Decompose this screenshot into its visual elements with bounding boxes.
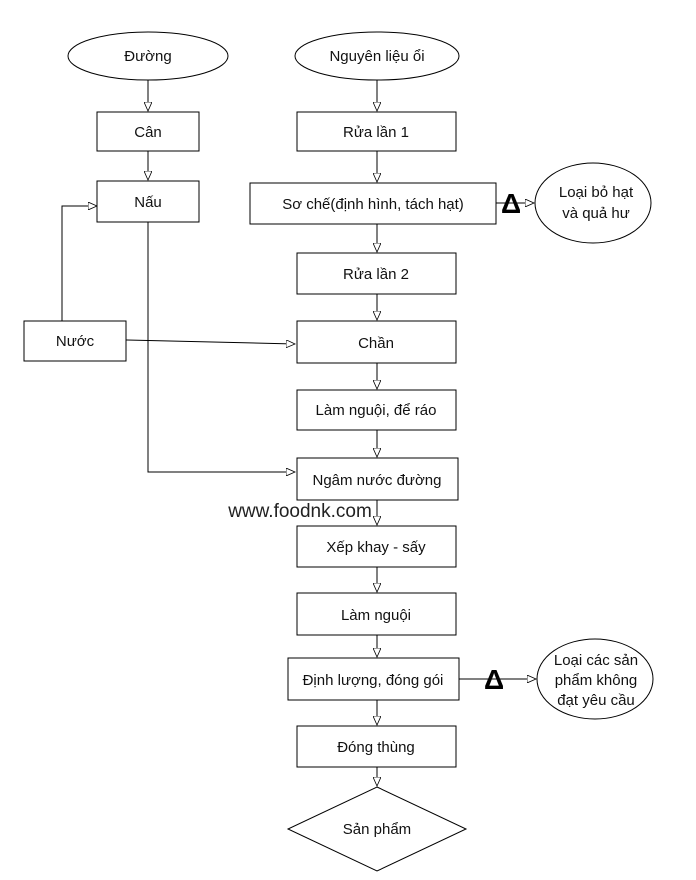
node-water-label: Nước	[56, 333, 95, 350]
node-wash2: Rửa lần 2	[296, 252, 457, 295]
reject-defects: Loại các sản phẩm không đạt yêu cầu	[536, 638, 654, 720]
reject-seeds: Loại bỏ hạt và quả hư	[534, 162, 652, 244]
node-raw-guava-label: Nguyên liệu ổi	[329, 48, 424, 65]
delta-marker-icon: Δ	[501, 188, 521, 219]
node-blanch-label: Chần	[358, 335, 394, 352]
node-cool-drain: Làm nguội, để ráo	[296, 389, 457, 431]
reject-defects-line3: đạt yêu cầu	[557, 692, 635, 709]
node-blanch: Chần	[296, 320, 457, 364]
node-tray-dry-label: Xếp khay - sấy	[326, 539, 426, 556]
node-product: Sản phẩm	[286, 786, 468, 872]
node-preprocess-label: Sơ chế(định hình, tách hạt)	[282, 196, 464, 213]
node-cool-drain-label: Làm nguội, để ráo	[316, 402, 437, 419]
node-wash1: Rửa lần 1	[296, 111, 457, 152]
node-weigh: Cân	[96, 111, 200, 152]
node-boxing: Đóng thùng	[296, 725, 457, 768]
node-water: Nước	[23, 320, 127, 362]
node-cool: Làm nguội	[296, 592, 457, 636]
node-boxing-label: Đóng thùng	[337, 739, 415, 756]
node-cool-label: Làm nguội	[341, 607, 411, 624]
connectors	[61, 80, 536, 786]
node-cook-label: Nấu	[134, 194, 162, 211]
reject-defects-line1: Loại các sản	[554, 652, 638, 669]
node-tray-dry: Xếp khay - sấy	[296, 525, 457, 568]
node-preprocess: Sơ chế(định hình, tách hạt)	[249, 182, 497, 225]
delta-marker-icon: Δ	[484, 664, 504, 695]
edge-cook-soak	[147, 222, 295, 472]
node-cook: Nấu	[96, 180, 200, 223]
node-portion-pack: Định lượng, đóng gói	[287, 657, 460, 701]
node-wash1-label: Rửa lần 1	[343, 124, 409, 141]
watermark: www.foodnk.com	[227, 501, 372, 522]
reject-seeds-line1: Loại bỏ hạt	[559, 184, 634, 201]
node-sugar: Đường	[67, 31, 229, 81]
edge-water-cook	[61, 206, 97, 321]
node-portion-pack-label: Định lượng, đóng gói	[303, 672, 444, 689]
node-wash2-label: Rửa lần 2	[343, 266, 409, 283]
node-product-label: Sản phẩm	[343, 821, 411, 838]
node-soak-syrup-label: Ngâm nước đường	[313, 472, 442, 489]
node-weigh-label: Cân	[134, 124, 162, 141]
node-sugar-label: Đường	[124, 48, 171, 65]
node-raw-guava: Nguyên liệu ổi	[294, 31, 460, 81]
node-soak-syrup: Ngâm nước đường	[296, 457, 459, 501]
edge-water-blanch	[125, 339, 295, 344]
reject-defects-line2: phẩm không	[555, 672, 638, 689]
reject-seeds-line2: và quả hư	[562, 205, 630, 222]
